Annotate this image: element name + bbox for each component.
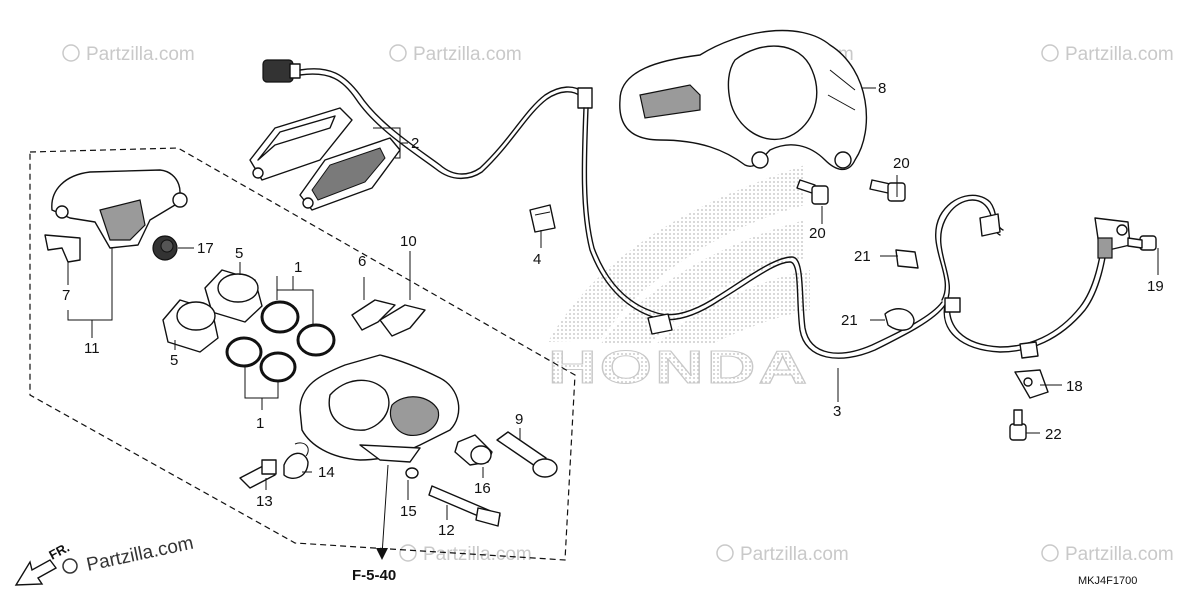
bolt xyxy=(869,179,906,202)
callout-10: 10 xyxy=(400,233,417,250)
brake-pads xyxy=(249,107,401,211)
callout-14: 14 xyxy=(318,464,335,481)
clip-part xyxy=(529,204,556,233)
callout-1: 1 xyxy=(256,415,264,432)
sensor-connector xyxy=(262,59,301,83)
pad-retainer xyxy=(351,299,426,337)
watermark-text: Partzilla.com xyxy=(413,44,522,65)
callout-7: 7 xyxy=(62,287,70,304)
callout-4: 4 xyxy=(533,251,541,268)
callout-20: 20 xyxy=(809,225,826,242)
pad-spring xyxy=(44,234,81,263)
pad-pin xyxy=(428,485,501,527)
washer xyxy=(405,467,419,479)
watermark-text: Partzilla.com xyxy=(740,544,849,565)
watermark: Partzilla.com xyxy=(62,44,195,65)
slide-pin xyxy=(496,431,558,478)
callout-21: 21 xyxy=(841,312,858,329)
callout-3: 3 xyxy=(833,403,841,420)
leader-lines xyxy=(67,87,1159,520)
callout-21: 21 xyxy=(854,248,871,265)
watermark: Partzilla.com xyxy=(389,44,522,65)
diagram-code: MKJ4F1700 xyxy=(1078,575,1137,587)
watermark-group: Partzilla.com Partzilla.com Partzilla.co… xyxy=(62,44,1174,565)
wire-clamp xyxy=(895,249,919,269)
watermark: Partzilla.com xyxy=(1041,44,1174,65)
piston xyxy=(162,299,219,353)
watermark: Partzilla.com xyxy=(716,544,849,565)
honda-logo-text: HONDA xyxy=(548,341,810,393)
callout-5: 5 xyxy=(235,245,243,262)
callout-5: 5 xyxy=(170,352,178,369)
piston-seal xyxy=(225,300,336,383)
callout-19: 19 xyxy=(1147,278,1164,295)
watermark: Partzilla.com xyxy=(1041,544,1174,565)
watermark-text: Partzilla.com xyxy=(85,533,196,576)
sensor-bracket xyxy=(1014,369,1049,399)
speed-sensor-wire xyxy=(262,59,1131,359)
bleeder-screw xyxy=(239,459,277,489)
caliper-body xyxy=(299,354,460,463)
callout-numbers: 1 1 2 3 4 5 5 6 7 8 9 10 11 12 13 14 15 … xyxy=(62,80,1164,539)
wheel-speed-sensor xyxy=(1094,217,1131,259)
callout-12: 12 xyxy=(438,522,455,539)
reference-arrow xyxy=(376,464,389,560)
callout-18: 18 xyxy=(1066,378,1083,395)
caliper-assembly-boundary xyxy=(29,147,576,561)
bolt xyxy=(796,179,829,205)
piston xyxy=(204,269,263,323)
callout-8: 8 xyxy=(878,80,886,97)
watermark-text: Partzilla.com xyxy=(86,44,195,65)
callout-11: 11 xyxy=(84,340,100,357)
bolt xyxy=(1127,235,1157,251)
callout-1: 1 xyxy=(294,259,302,276)
watermark: Partzilla.com xyxy=(62,533,196,576)
watermark-text: Partzilla.com xyxy=(1065,544,1174,565)
bolt xyxy=(1009,409,1027,441)
callout-16: 16 xyxy=(474,480,491,497)
caliper-holder xyxy=(51,169,188,249)
callout-17: 17 xyxy=(197,240,214,257)
reference-label: F-5-40 xyxy=(352,567,396,584)
caliper-bracket xyxy=(619,29,867,171)
watermark-text: Partzilla.com xyxy=(1065,44,1174,65)
callout-9: 9 xyxy=(515,411,523,428)
callout-22: 22 xyxy=(1045,426,1062,443)
watermark: Partzilla.com xyxy=(399,544,532,565)
callout-15: 15 xyxy=(400,503,417,520)
rubber-boot xyxy=(152,235,178,261)
bleeder-cap xyxy=(283,442,309,479)
pin-sleeve xyxy=(454,434,493,466)
wire-clamp xyxy=(884,308,915,331)
honda-wing-logo: HONDA xyxy=(548,165,810,394)
callout-20: 20 xyxy=(893,155,910,172)
watermark-text: Partzilla.com xyxy=(423,544,532,565)
callout-2: 2 xyxy=(411,135,419,152)
callout-6: 6 xyxy=(358,253,366,270)
callout-13: 13 xyxy=(256,493,273,510)
